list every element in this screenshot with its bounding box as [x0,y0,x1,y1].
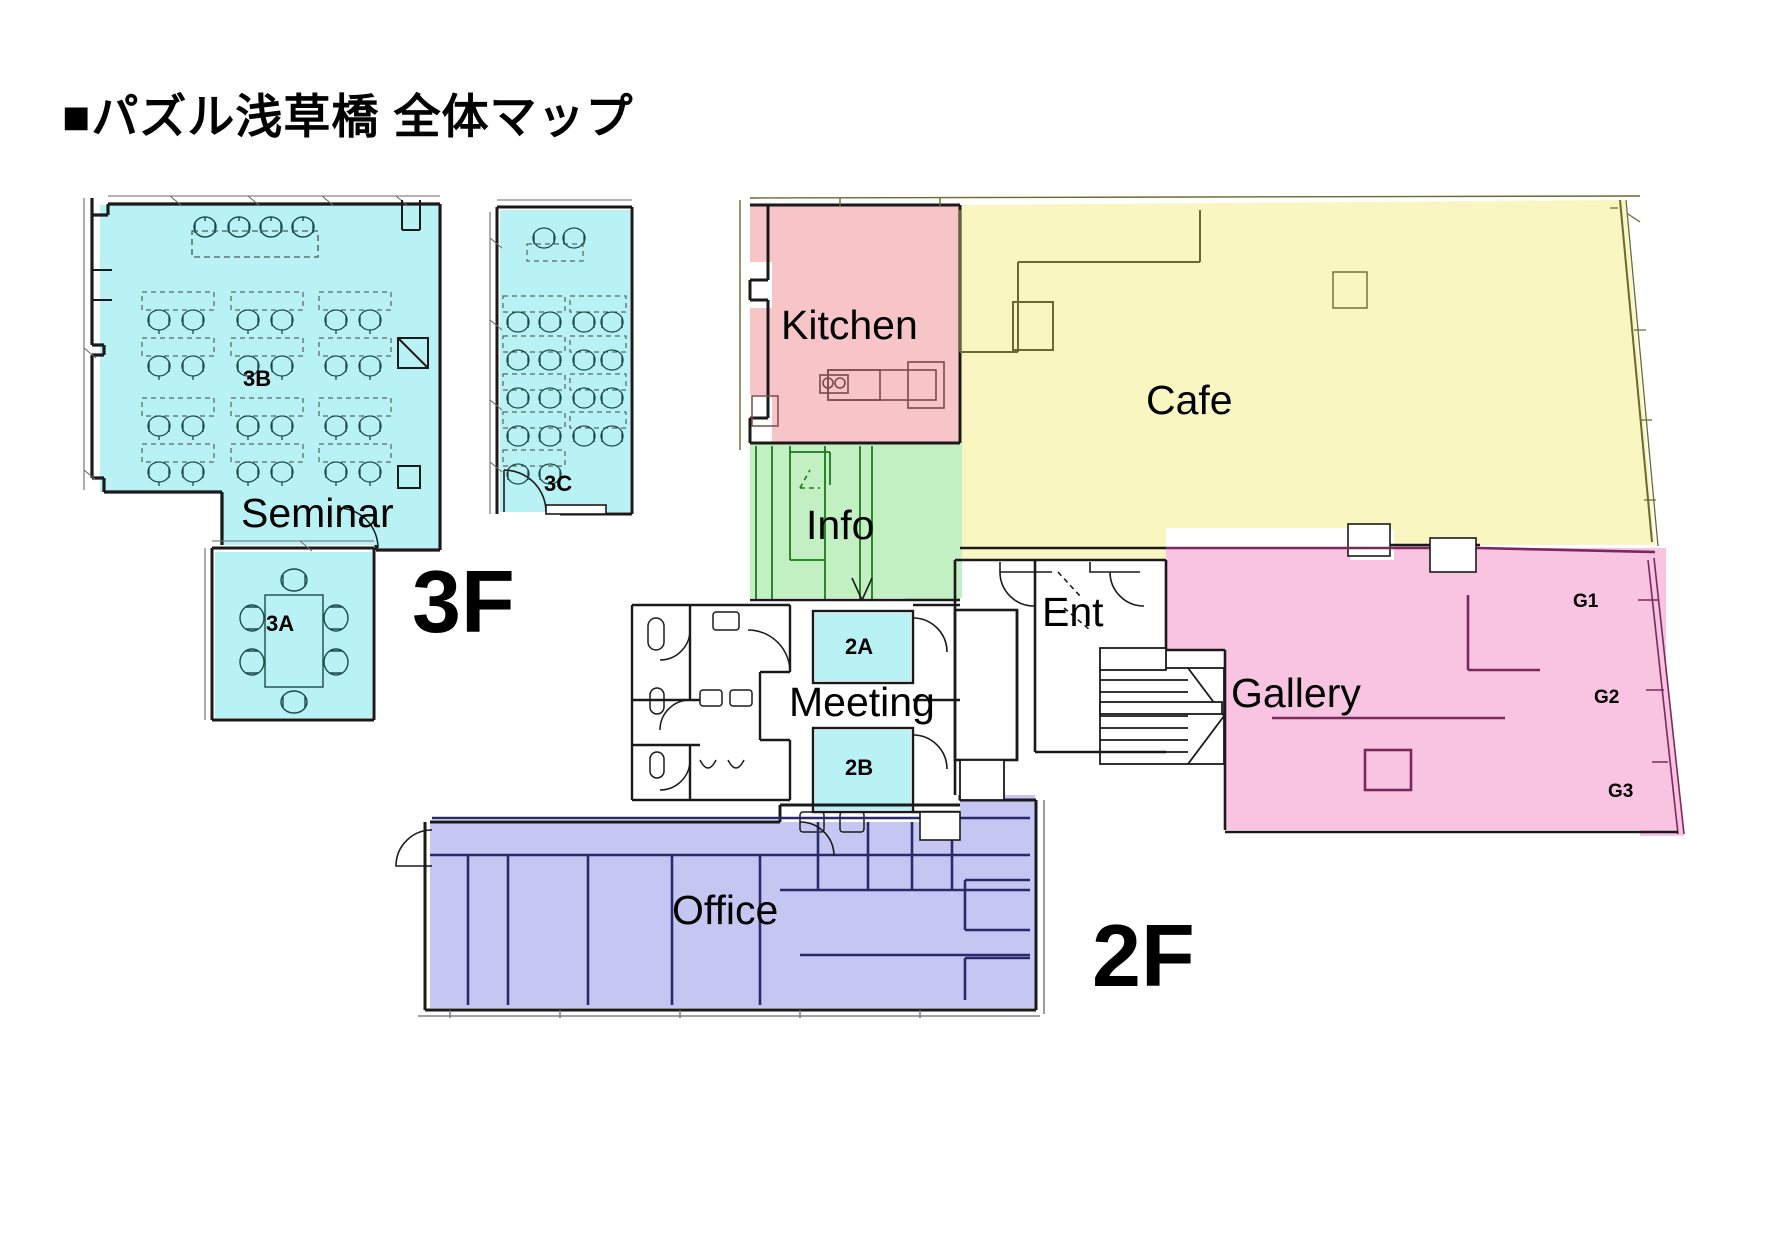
room-label-ent[interactable]: Ent [1042,589,1104,635]
wall-2b [811,726,915,814]
room-label-kitchen[interactable]: Kitchen [781,302,918,348]
wall-gallery [1166,546,1656,554]
room-label-2a[interactable]: 2A [845,634,874,659]
room-office-fill-b [430,822,1022,1008]
room-3c-fill [500,210,630,512]
room-kitchen-fill-main [750,205,960,443]
room-gallery-fill-b [1166,548,1666,830]
room-label-meeting[interactable]: Meeting [789,679,935,725]
staircase [1099,667,1226,765]
service-core [630,603,792,802]
room-label-3c[interactable]: 3C [544,471,573,496]
furniture-3b-top [191,216,319,258]
wall-info-interior [755,446,873,600]
room-cafe-right-edge [1619,199,1653,543]
floor-3f-group [83,195,634,722]
wall-3a [210,546,376,722]
page-title: ■パズル浅草橋 全体マップ [62,90,634,143]
room-label-info[interactable]: Info [806,502,875,548]
wall-2a [811,609,915,685]
floor-2f-group [395,195,1685,1018]
room-label-seminar[interactable]: Seminar [241,490,394,536]
room-label-cafe[interactable]: Cafe [1146,377,1233,423]
wall-3b-outer [90,198,442,552]
floor-label-3f: 3F [412,552,515,651]
room-label-2b[interactable]: 2B [845,755,874,780]
room-label-gallery[interactable]: Gallery [1231,670,1361,716]
room-label-3b[interactable]: 3B [243,366,272,391]
room-cafe-fill [960,200,1655,560]
wall-3c [495,205,634,516]
room-2a-fill [815,613,911,681]
room-3a-fill [215,552,372,718]
furniture-3b-grid [141,291,392,486]
furniture-3c [502,227,627,485]
room-label-office[interactable]: Office [672,887,779,933]
room-label-g2[interactable]: G2 [1594,687,1620,708]
room-label-g1[interactable]: G1 [1573,591,1599,612]
floor-label-2f: 2F [1092,906,1195,1005]
room-info-fill-b [750,443,962,598]
room-2b-fill [815,730,911,810]
room-label-g3[interactable]: G3 [1608,781,1634,802]
room-label-3a[interactable]: 3A [266,611,295,636]
wall-ent [953,558,1227,830]
wall-cafe-interior [959,210,1201,353]
furniture-3a [239,568,349,714]
